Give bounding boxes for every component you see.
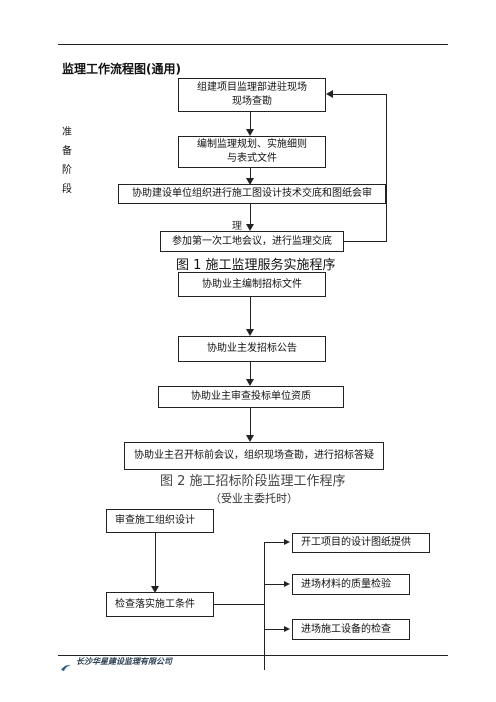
fig1-loop-bottom [344,241,386,242]
fig3-branch-arrow-3 [284,626,290,632]
fig3-branch-line-3 [264,629,286,630]
fig1-arrow-3 [246,224,254,231]
fig1-loop-right [386,94,387,242]
fig3-branch-link [214,604,264,605]
side-label-mid: 理 [232,221,242,232]
side-label-char-4: 段 [62,184,72,195]
footer-company-name: 长沙华星建设监理有限公司 [76,657,172,666]
fig2-arrow-1 [246,329,254,336]
company-logo-icon [60,657,72,671]
fig2-arrow-2 [246,379,254,386]
fig3-branch-text-2: 进场材料的质量检验 [301,578,391,590]
fig1-step4-box: 参加第一次工地会议，进行监理交底 [160,231,344,252]
fig3-branch-line-2 [264,584,286,585]
fig2-subcaption: （受业主委托时） [210,492,298,505]
fig1-arrow-2 [246,178,254,185]
fig3-branch-box-1: 开工项目的设计图纸提供 [292,533,430,553]
fig3-step1-text: 审查施工组织设计 [115,515,195,526]
fig2-step1-box: 协助业主编制招标文件 [178,272,326,297]
fig1-connector-2 [250,168,251,182]
fig3-branch-arrow-1 [284,539,290,545]
fig3-arrow-1 [151,586,159,593]
fig1-step2-box: 编制监理规划、实施细则 与表式文件 [178,136,326,168]
fig2-connector-1 [250,297,251,333]
fig3-branch-text-1: 开工项目的设计图纸提供 [301,537,411,548]
side-label-char-3: 阶 [62,165,72,176]
fig3-step1-box: 审查施工组织设计 [106,509,214,533]
fig2-connector-2 [250,362,251,383]
fig3-branch-text-3: 进场施工设备的检查 [301,623,391,635]
fig1-step4-text: 参加第一次工地会议，进行监理交底 [172,235,332,247]
fig2-step3-box: 协助业主审查投标单位资质 [158,386,344,408]
fig3-branch-box-3: 进场施工设备的检查 [292,619,410,640]
fig3-branch-box-2: 进场材料的质量检验 [292,574,410,595]
fig1-connector-1 [250,112,251,133]
fig2-step4-text: 协助业主召开标前会议，组织现场查勘，进行招标答疑 [134,450,374,461]
fig1-loop-top [333,94,386,95]
fig2-arrow-3 [246,435,254,442]
fig1-arrow-1 [246,129,254,136]
fig2-step2-text: 协助业主发招标公告 [207,343,297,354]
side-label-char-1: 准 [62,127,72,138]
fig3-step2-text: 检查落实施工条件 [115,598,195,610]
fig1-step2-line1: 编制监理规划、实施细则 [197,139,307,150]
fig1-caption: 图 1 施工监理服务实施程序 [176,258,336,273]
side-label-char-2: 备 [62,146,72,157]
fig2-step2-box: 协助业主发招标公告 [178,336,326,362]
footer-rule [58,655,448,656]
header-rule [58,44,448,45]
fig2-caption: 图 2 施工招标阶段监理工作程序 [160,474,346,489]
fig3-connector-1 [155,533,156,589]
fig1-step1-line1: 组建项目监理部进驻现场 [197,82,307,93]
section-title: 监理工作流程图(通用) [62,62,181,76]
fig1-loop-arrow [326,90,333,98]
fig1-step1-line2: 现场查勘 [232,96,272,107]
fig1-step1-box: 组建项目监理部进驻现场 现场查勘 [178,78,326,112]
fig3-step2-box: 检查落实施工条件 [106,592,214,617]
fig2-step1-text: 协助业主编制招标文件 [202,278,302,290]
fig3-branch-line-1 [264,542,286,543]
fig1-step2-line2: 与表式文件 [227,153,277,164]
fig3-branch-bus [264,542,265,670]
fig2-step3-text: 协助业主审查投标单位资质 [191,391,311,402]
fig1-connector-3 [250,204,251,228]
fig2-step4-box: 协助业主召开标前会议，组织现场查勘，进行招标答疑 [124,442,384,470]
fig1-step3-box: 协助建设单位组织进行施工图设计技术交底和图纸会审 [118,184,386,204]
fig3-branch-arrow-2 [284,581,290,587]
fig2-connector-3 [250,408,251,439]
fig1-step3-text: 协助建设单位组织进行施工图设计技术交底和图纸会审 [132,188,372,199]
